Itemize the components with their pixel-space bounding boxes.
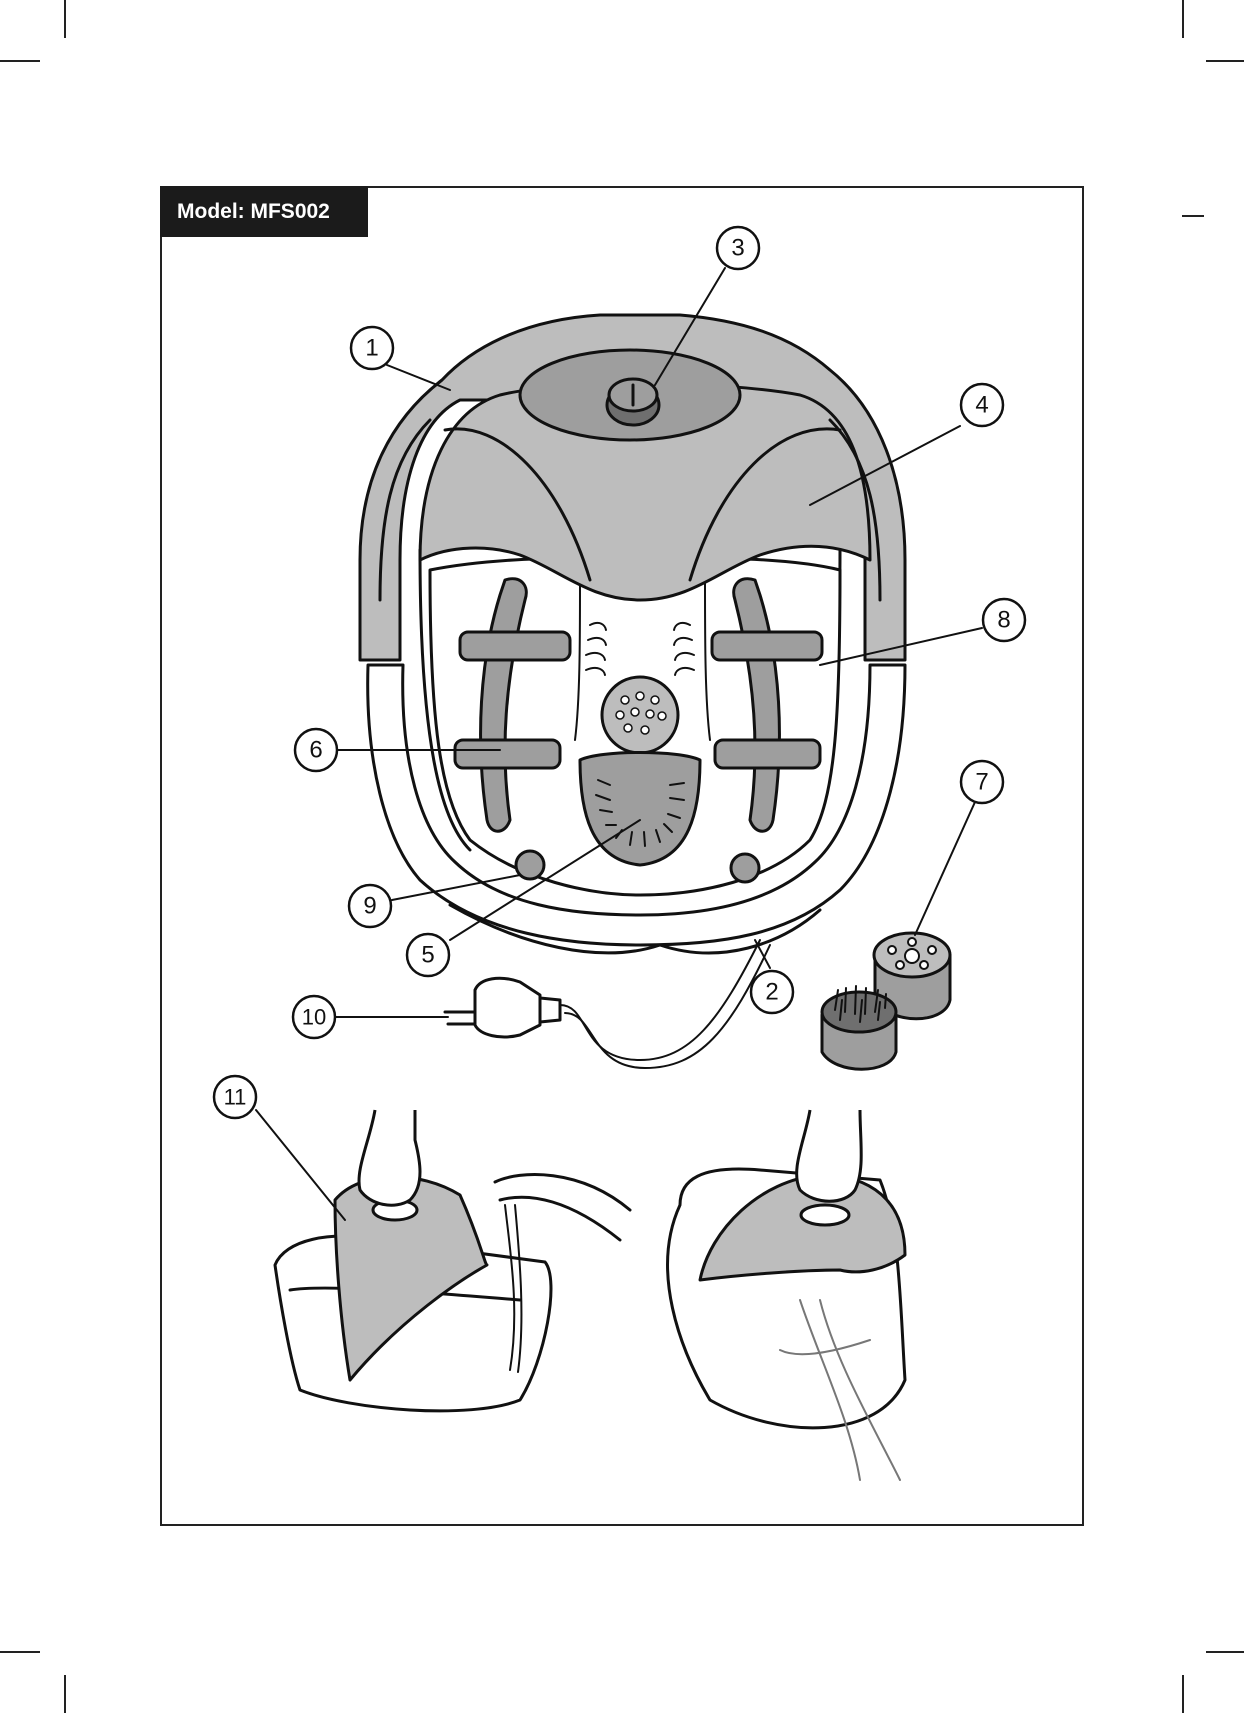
callout-2-label: 2 <box>765 979 778 1006</box>
left-bottom-roller <box>455 740 560 768</box>
callout-2: 2 <box>751 971 793 1013</box>
plug-strain-relief <box>540 998 560 1022</box>
callout-3-label: 3 <box>731 235 744 262</box>
power-cord <box>445 940 770 1068</box>
callout-4-label: 4 <box>975 392 988 419</box>
leader-7 <box>915 802 975 935</box>
fill-scene <box>275 1110 630 1411</box>
left-top-roller <box>460 632 570 660</box>
callout-10: 10 <box>293 996 335 1038</box>
power-plug <box>475 978 540 1037</box>
drain-scene-handle-hole <box>801 1205 849 1225</box>
callout-11: 11 <box>214 1076 256 1118</box>
callout-8-label: 8 <box>997 607 1010 634</box>
leader-1 <box>387 365 450 390</box>
callout-8: 8 <box>983 599 1025 641</box>
callout-6-label: 6 <box>309 737 322 764</box>
callout-7: 7 <box>961 761 1003 803</box>
callout-5: 5 <box>407 934 449 976</box>
massage-attachments <box>822 933 950 1069</box>
right-bottom-roller <box>715 740 820 768</box>
callout-4: 4 <box>961 384 1003 426</box>
cord-line-b <box>565 945 770 1068</box>
callout-9-label: 9 <box>363 893 376 920</box>
callout-1-label: 1 <box>365 335 378 362</box>
foot-bath-unit <box>360 315 905 953</box>
drain-scene <box>668 1110 905 1480</box>
callout-7-label: 7 <box>975 769 988 796</box>
callout-6: 6 <box>295 729 337 771</box>
callout-10-label: 10 <box>302 1005 326 1030</box>
cord-line-a <box>560 940 760 1060</box>
right-top-roller <box>712 632 822 660</box>
fill-scene-hand <box>359 1110 420 1205</box>
callout-5-label: 5 <box>421 942 434 969</box>
callout-3: 3 <box>717 227 759 269</box>
leader-11 <box>256 1110 345 1220</box>
drain-scene-hand <box>797 1110 862 1201</box>
callout-1: 1 <box>351 327 393 369</box>
callout-9: 9 <box>349 885 391 927</box>
callout-11-label: 11 <box>224 1085 247 1110</box>
toe-button-right <box>731 854 759 882</box>
